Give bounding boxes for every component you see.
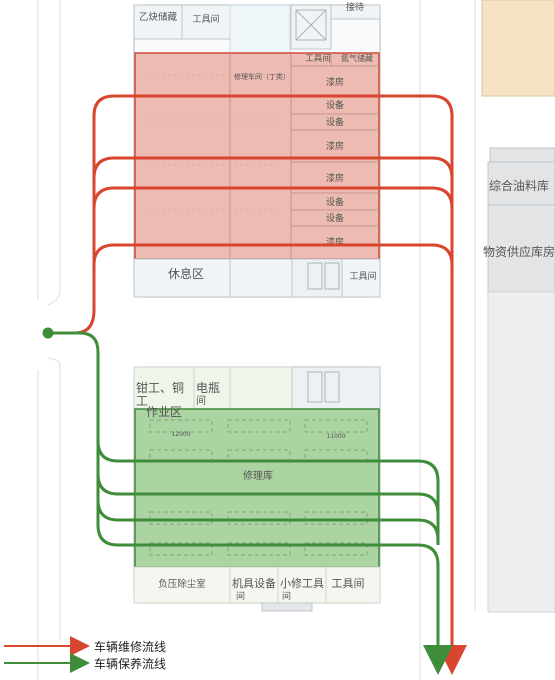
room-dust-label: 负压除尘室 bbox=[158, 578, 206, 590]
legend-repair-label: 车辆维修流线 bbox=[94, 639, 166, 654]
legend: 车辆维修流线 车辆保养流线 bbox=[4, 636, 166, 673]
right-buildings: 综合油料库 物资供应库房 bbox=[481, 0, 555, 613]
room-battery-label-2: 间 bbox=[196, 394, 206, 407]
room-machine-label-2: 间 bbox=[236, 590, 245, 602]
room-fitter-label-1: 钳工、铜 bbox=[136, 380, 184, 395]
room-paint-3-label: 漆房 bbox=[326, 172, 344, 184]
legend-maintain-label: 车辆保养流线 bbox=[94, 656, 166, 671]
room-repair-tool-label-2: 间 bbox=[282, 590, 291, 602]
room-lounge-label: 休息区 bbox=[168, 266, 204, 281]
room-paint-1-label: 漆房 bbox=[326, 76, 344, 88]
dimension-2: 11000 bbox=[326, 433, 345, 440]
flow-origin-dot bbox=[42, 327, 54, 339]
room-fitter-label-3: 作业区 bbox=[146, 405, 182, 419]
building-top: 乙炔储藏 工具间 接待 工具间 氮气储藏 修理车间（丁类） 漆房 设备 设备 漆… bbox=[133, 1, 381, 298]
room-paint-2-label: 漆房 bbox=[326, 140, 344, 152]
dimension-1: 12000 bbox=[171, 431, 190, 438]
room-repair-bay-label: 修理库 bbox=[243, 469, 273, 482]
room-equip-3-label: 设备 bbox=[326, 196, 344, 208]
room-tool-3-label: 工具间 bbox=[349, 270, 376, 282]
room-reception-label: 接待 bbox=[346, 1, 364, 13]
road-lines bbox=[37, 0, 476, 680]
room-machine-label-1: 机具设备 bbox=[232, 576, 276, 590]
room-workshop-label: 修理车间（丁类） bbox=[234, 72, 290, 81]
room-tool-2-label: 工具间 bbox=[305, 54, 331, 64]
room-equip-4-label: 设备 bbox=[326, 212, 344, 224]
room-fitter-label-2: 工 bbox=[136, 394, 148, 408]
building-bottom: 钳工、铜 工 作业区 电瓶 间 12000 11000 修理库 负压除尘室 机具… bbox=[133, 366, 381, 612]
room-repair-tool-label-1: 小修工具 bbox=[280, 576, 324, 590]
room-equip-1-label: 设备 bbox=[326, 99, 344, 111]
room-tool-label: 工具间 bbox=[192, 13, 219, 25]
room-equip-2-label: 设备 bbox=[326, 116, 344, 128]
oil-store-label: 综合油料库 bbox=[489, 178, 549, 193]
room-b-storage-label: 乙炔储藏 bbox=[139, 11, 178, 23]
room-tool-label: 工具间 bbox=[332, 577, 365, 590]
repair-flow-lines bbox=[48, 94, 467, 675]
room-battery-label-1: 电瓶 bbox=[196, 381, 220, 395]
room-nitrogen-label: 氮气储藏 bbox=[341, 53, 373, 63]
supply-store-label: 物资供应库房 bbox=[483, 244, 555, 259]
maintain-flow-lines bbox=[48, 331, 453, 675]
